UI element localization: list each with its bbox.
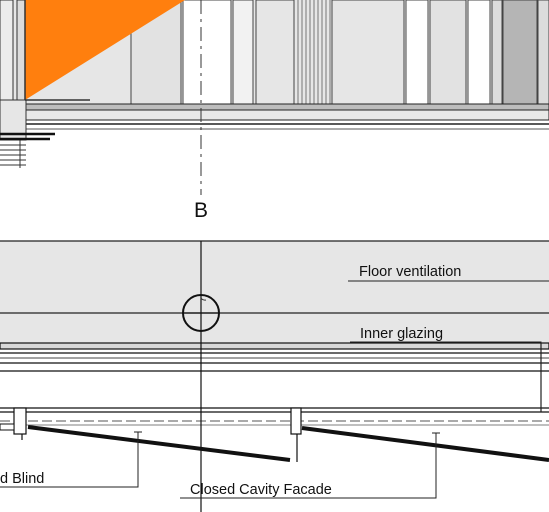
floor-zone	[0, 241, 549, 345]
elevation-panel	[331, 0, 405, 105]
slab-band	[0, 109, 549, 121]
mullion-profile	[0, 423, 15, 431]
elevation-mullion	[491, 0, 503, 105]
elevation-dark-panel	[502, 0, 538, 105]
slab-band	[0, 103, 549, 111]
elevation-hatch	[297, 0, 331, 104]
elevation-panel	[405, 0, 429, 105]
label-inner-glazing: Inner glazing	[360, 326, 443, 342]
blind-slat	[301, 426, 549, 462]
elevation-panel	[537, 0, 549, 105]
gridline-label: B	[194, 199, 208, 222]
leader-closed-cavity-facade	[180, 433, 437, 499]
blind-slat	[27, 425, 291, 462]
orange-corner-accent	[25, 0, 185, 100]
plan-section	[0, 240, 549, 462]
elevation-panel	[232, 0, 254, 105]
label-blind: d Blind	[0, 471, 44, 487]
elevation-panel	[0, 0, 14, 101]
elevation-panel	[182, 0, 232, 105]
elevation-panel	[255, 0, 295, 105]
elevation-panel	[429, 0, 467, 105]
mullion-profile	[290, 407, 302, 435]
leader-blind	[0, 432, 139, 488]
gridline-bubble-mark	[200, 297, 207, 301]
leader-inner-glazing	[350, 341, 542, 412]
inner-glazing-band	[0, 342, 549, 350]
elevation-mullion	[16, 0, 26, 101]
facade-elevation	[0, 0, 549, 168]
label-closed-cavity-facade: Closed Cavity Facade	[190, 482, 332, 498]
label-floor-ventilation: Floor ventilation	[359, 264, 461, 280]
corner-detail-lines	[0, 140, 26, 168]
elevation-panel	[467, 0, 491, 105]
mullion-profile	[13, 407, 27, 435]
